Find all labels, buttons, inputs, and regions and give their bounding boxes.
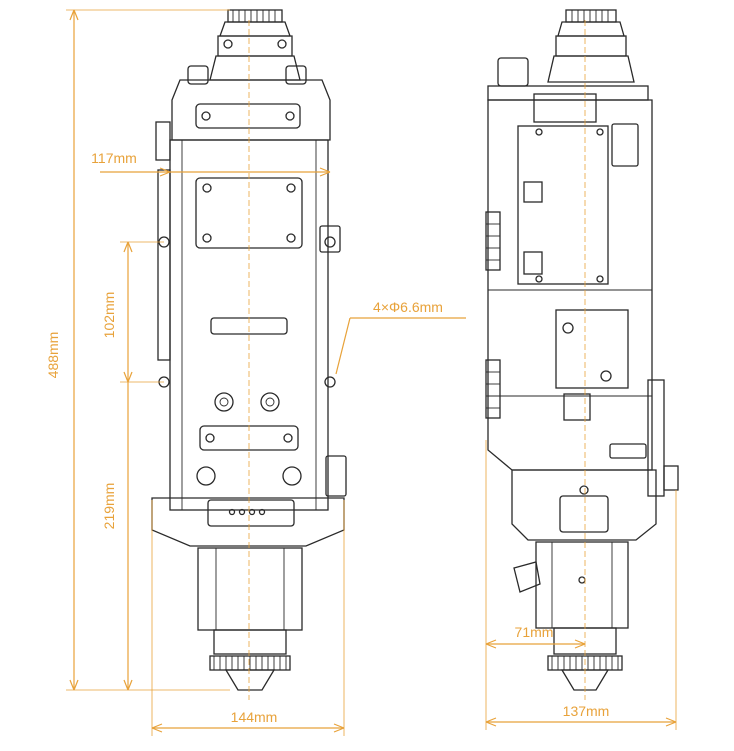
front-shoulder xyxy=(171,79,331,141)
side-top-block xyxy=(533,93,597,123)
front-led-panel xyxy=(207,499,295,527)
mount-hole-4 xyxy=(324,376,336,388)
side-base xyxy=(511,469,657,541)
front-right-connector xyxy=(325,455,347,497)
side-nozzle-tip xyxy=(560,669,610,691)
front-knob-right xyxy=(260,392,280,412)
side-middle-panel xyxy=(555,309,629,389)
dim-lower-height: 219mm xyxy=(101,483,117,530)
dim-hole-spacing-top: 117mm xyxy=(91,150,137,166)
dim-nozzle-offset: 71mm xyxy=(515,624,554,640)
front-lower-cylinder xyxy=(197,547,303,631)
front-bolt-left xyxy=(187,65,209,85)
side-lower-cylinder xyxy=(535,541,629,629)
front-left-fixture xyxy=(155,121,171,161)
dim-front-width: 144mm xyxy=(231,709,278,725)
side-top-bolt xyxy=(497,57,529,87)
front-top-plate xyxy=(195,103,301,129)
side-top-connector xyxy=(547,9,635,83)
side-slot xyxy=(609,443,647,459)
side-base-plate xyxy=(559,495,609,533)
dimension-lines xyxy=(66,9,677,736)
side-view xyxy=(485,9,679,700)
side-upper-panel xyxy=(517,125,609,285)
front-nozzle-tip xyxy=(224,669,276,691)
side-square-port xyxy=(563,393,591,421)
front-left-rail xyxy=(157,169,171,361)
side-nozzle-fitting xyxy=(513,561,541,593)
front-base xyxy=(151,497,345,547)
side-collar xyxy=(487,85,649,101)
front-knob-left xyxy=(214,392,234,412)
side-right-fitting xyxy=(611,123,639,167)
side-main-body xyxy=(487,99,653,471)
dim-holes: 4×Φ6.6mm xyxy=(373,299,443,315)
front-view xyxy=(151,9,347,700)
dim-side-depth: 137mm xyxy=(563,703,610,719)
front-nozzle-body xyxy=(213,629,287,655)
front-bolt-right xyxy=(285,65,307,85)
side-right-knob xyxy=(663,465,679,491)
front-right-fitting xyxy=(319,225,341,253)
mount-hole-2 xyxy=(324,236,336,248)
dim-total-height: 488mm xyxy=(45,332,61,379)
front-top-connector xyxy=(209,9,301,81)
dim-hole-spacing-vertical: 102mm xyxy=(101,292,117,339)
